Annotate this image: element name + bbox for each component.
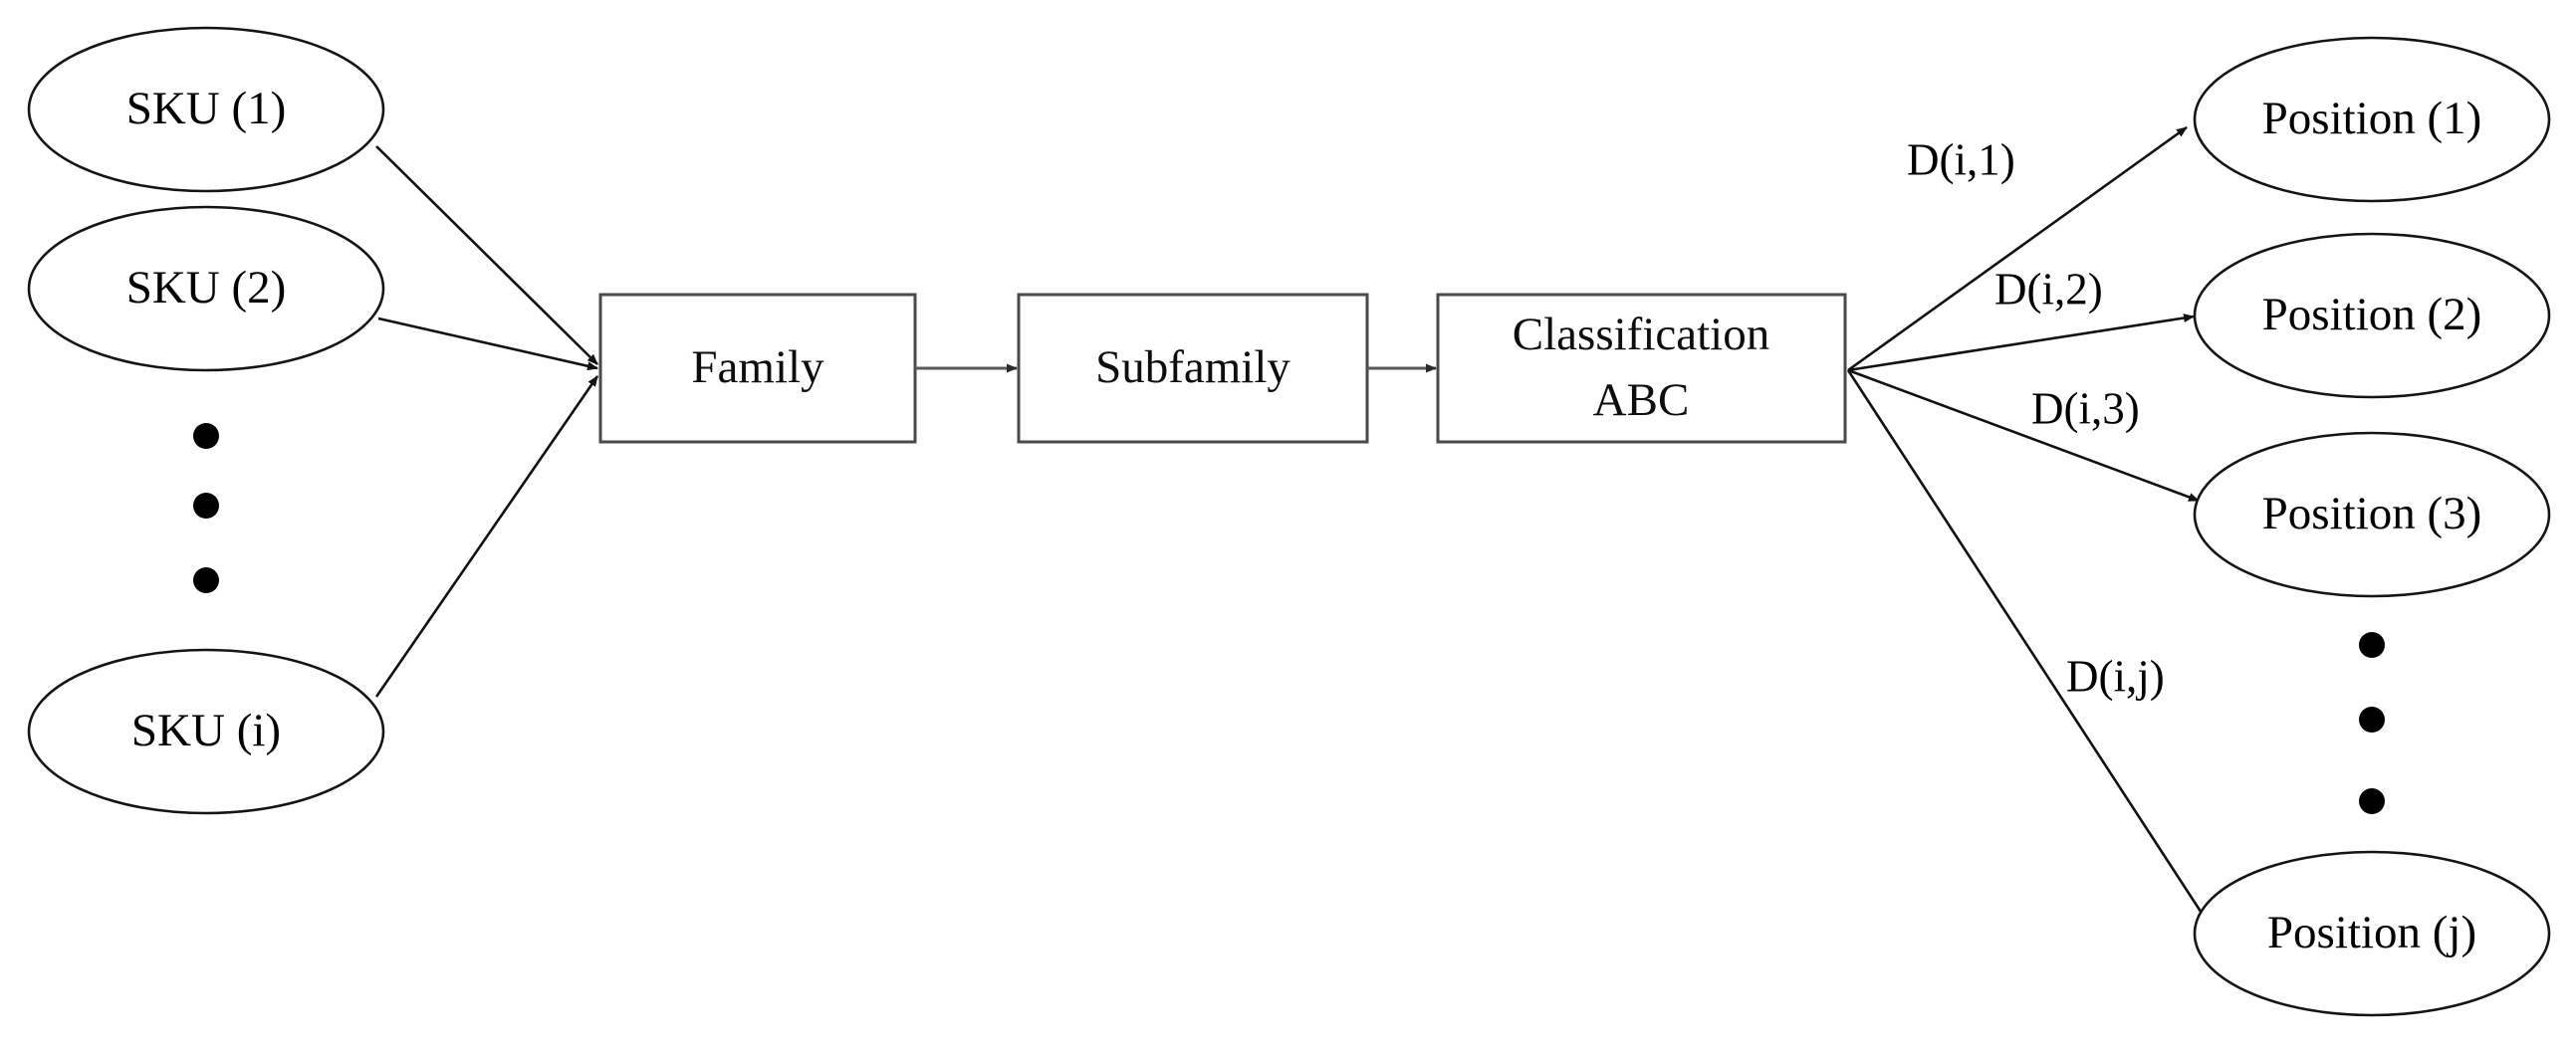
family-box-label: Family	[691, 341, 824, 393]
sku-i-label: SKU (i)	[131, 705, 281, 756]
sku-2-label: SKU (2)	[126, 262, 287, 314]
process-box-classification-abc[interactable]: Classification ABC	[1436, 293, 1847, 444]
sku-1-label: SKU (1)	[126, 83, 287, 134]
distance-edge-group	[1846, 125, 2209, 922]
position-1-label: Position (1)	[2262, 93, 2482, 144]
sku-vertical-ellipsis	[193, 423, 219, 593]
ellipsis-dot	[193, 423, 219, 449]
position-3-ellipse	[2193, 431, 2551, 598]
position-j-ellipse	[2193, 850, 2551, 1017]
edge-d-i-3	[1847, 368, 2200, 503]
edge-d-i-j	[1846, 369, 2209, 922]
position-1-ellipse	[2193, 36, 2551, 203]
edge-d-i-1	[1847, 125, 2188, 372]
sku-node-sku-1[interactable]: SKU (1)	[27, 26, 385, 193]
sku-1-ellipse	[27, 26, 385, 193]
position-3-label: Position (3)	[2262, 488, 2482, 539]
ellipsis-dot	[2359, 788, 2385, 814]
position-2-ellipse	[2193, 232, 2551, 399]
process-box-subfamily[interactable]: Subfamily	[1017, 293, 1369, 444]
ellipsis-dot	[2359, 632, 2385, 658]
process-box-family[interactable]: Family	[598, 293, 917, 444]
source-edge-group	[374, 145, 599, 698]
sku-node-sku-i[interactable]: SKU (i)	[27, 648, 385, 815]
position-vertical-ellipsis	[2359, 632, 2385, 814]
subfamily-box-label: Subfamily	[1095, 341, 1290, 393]
position-j-label: Position (j)	[2267, 907, 2476, 958]
ellipsis-dot	[2359, 707, 2385, 733]
position-node-position-3[interactable]: Position (3)	[2193, 431, 2551, 598]
edge-sku-i-to-family	[374, 375, 599, 698]
classification-abc-box-label-line1: Classification	[1513, 309, 1769, 360]
position-node-position-1[interactable]: Position (1)	[2193, 36, 2551, 203]
position-node-position-2[interactable]: Position (2)	[2193, 232, 2551, 399]
ellipsis-dot	[193, 567, 219, 593]
subfamily-box-rect	[1017, 293, 1369, 444]
edge-sku-2-to-family	[377, 316, 598, 371]
edge-d-i-2	[1847, 314, 2195, 372]
edge-label-d-i-3: D(i,3)	[2031, 383, 2140, 433]
position-node-position-j[interactable]: Position (j)	[2193, 850, 2551, 1017]
ellipsis-dot	[193, 493, 219, 519]
sku-i-ellipse	[27, 648, 385, 815]
classification-abc-box-rect	[1436, 293, 1847, 444]
edge-label-d-i-2: D(i,2)	[1994, 264, 2103, 314]
sku-2-ellipse	[27, 205, 385, 372]
edge-label-d-i-1: D(i,1)	[1907, 134, 2015, 184]
position-2-label: Position (2)	[2262, 289, 2482, 340]
classification-abc-box-label-line2: ABC	[1593, 374, 1690, 426]
edge-label-d-i-j: D(i,j)	[2066, 651, 2165, 701]
edge-sku-1-to-family	[375, 145, 598, 365]
sku-node-sku-2[interactable]: SKU (2)	[27, 205, 385, 372]
distance-edge-label-group: D(i,1) D(i,2) D(i,3) D(i,j)	[1907, 134, 2165, 701]
